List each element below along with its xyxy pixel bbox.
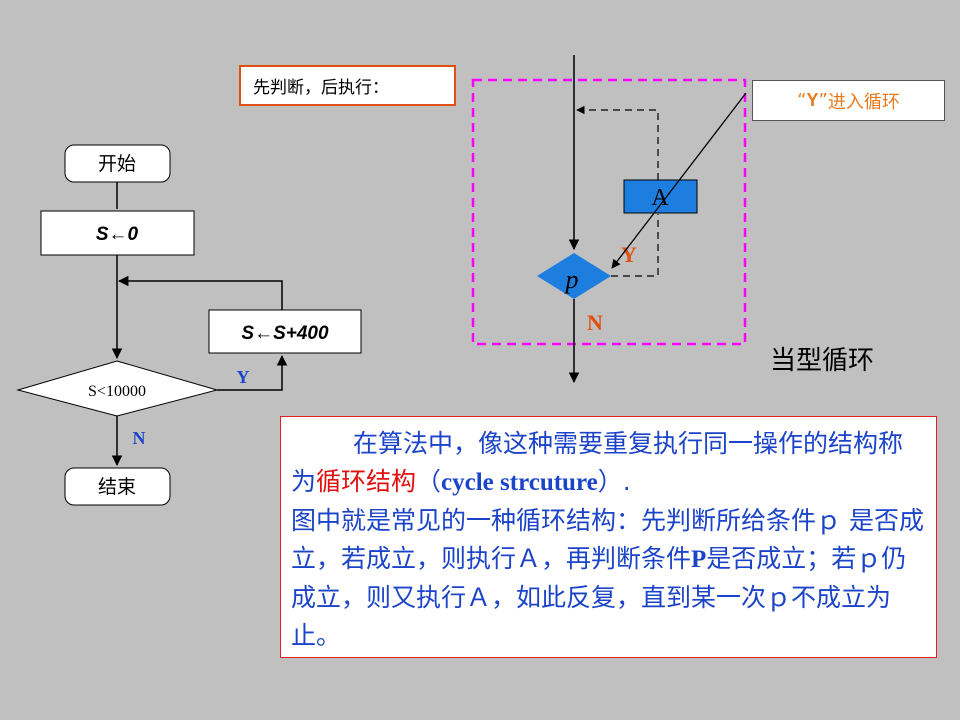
arrow-yes-update xyxy=(217,354,288,391)
condition-label: S<10000 xyxy=(88,383,146,400)
explain-var-p: P xyxy=(691,546,707,573)
explanation-box: 在算法中，像这种需要重复执行同一操作的结构称为循环结构（cycle strcut… xyxy=(280,416,937,658)
loop-back-arrow xyxy=(117,275,283,310)
process-box-a xyxy=(623,179,698,214)
init-node xyxy=(40,210,195,256)
explain-highlight: 循环结构 xyxy=(316,467,417,496)
explain-paren-close: ）. xyxy=(597,467,631,496)
callout-box: “Y”进入循环 xyxy=(752,80,945,121)
process-label-a: A xyxy=(651,185,669,211)
callout-text: 进入循环 xyxy=(827,91,900,113)
hint-text: 先判断，后执行： xyxy=(253,78,389,98)
loop-boundary xyxy=(471,78,747,346)
explain-part4: 是否成立；若ｐ仍成立，则又执行Ａ，如此反复，直到某一次ｐ不成立为止。 xyxy=(291,544,907,650)
no-label-right: N xyxy=(587,310,603,335)
loop-back-dashed xyxy=(576,105,659,180)
callout-pointer xyxy=(611,92,747,269)
update-node xyxy=(208,309,362,354)
loop-type-title: 当型循环 xyxy=(770,346,875,376)
end-node xyxy=(64,467,171,506)
callout-quote-open: “ xyxy=(797,90,807,111)
end-label: 结束 xyxy=(98,476,136,498)
explain-english: cycle strcuture xyxy=(441,469,598,496)
condition-diamond-p xyxy=(537,253,611,299)
yes-label-left: Y xyxy=(237,367,250,387)
start-label: 开始 xyxy=(98,153,136,175)
right-diagram: p Y A N xyxy=(471,55,747,384)
explain-paren-open: （ xyxy=(416,467,442,496)
callout-quote-y: Y xyxy=(806,90,819,110)
hint-box: 先判断，后执行： xyxy=(239,65,456,106)
callout-quote-close: ” xyxy=(818,90,828,111)
condition-label-p: p xyxy=(564,265,579,294)
update-label: S←S+400 xyxy=(241,323,329,344)
left-flowchart: 开始 S←0 S<10000 Y S←S+400 N 结束 xyxy=(16,144,362,506)
yes-label-right: Y xyxy=(621,242,637,267)
yes-path-dashed xyxy=(611,214,659,277)
init-label: S←0 xyxy=(96,224,139,245)
explain-part3: 图中就是常见的一种循环结构：先判断所给条件ｐ 是否成立，若成立，则执行Ａ，再判断… xyxy=(291,506,924,573)
no-label-left: N xyxy=(133,428,146,448)
explain-part1: 在算法中，像这种需要重复执行同一操作的结构称为 xyxy=(291,429,904,496)
